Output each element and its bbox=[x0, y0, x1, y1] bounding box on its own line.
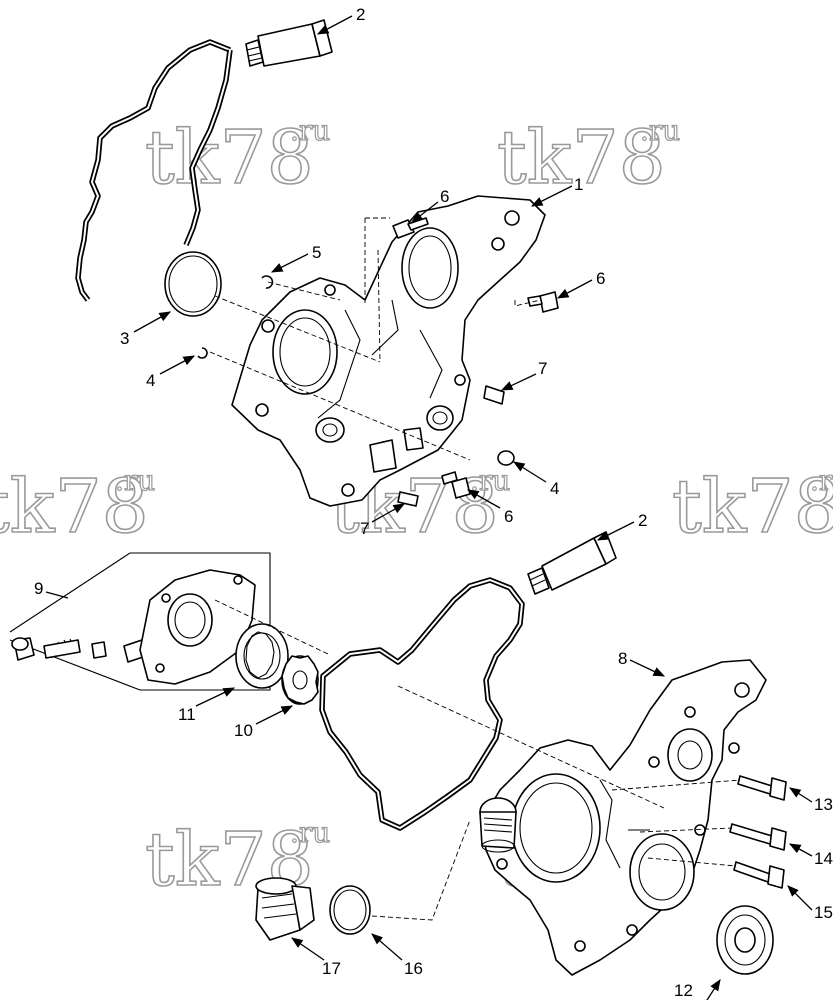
upper-timing-cover bbox=[231, 195, 546, 507]
outer-rotor-11 bbox=[235, 623, 289, 689]
callout-4-left: 4 bbox=[146, 371, 155, 390]
upper-gasket bbox=[75, 39, 233, 302]
callout-14: 14 bbox=[814, 849, 833, 868]
crank-seal-12 bbox=[716, 905, 774, 975]
callout-3: 3 bbox=[120, 329, 129, 348]
pump-housing-9 bbox=[139, 569, 256, 685]
callout-6-top: 6 bbox=[440, 187, 449, 206]
callout-11: 11 bbox=[178, 705, 196, 724]
callout-2-lower: 2 bbox=[638, 511, 647, 530]
svg-text:.ru: .ru bbox=[640, 114, 680, 147]
bolt-15 bbox=[733, 861, 785, 889]
bolt-14 bbox=[729, 823, 787, 851]
o-ring-16 bbox=[329, 885, 371, 935]
inner-rotor-10 bbox=[281, 655, 319, 705]
seal-ring-small-4-right bbox=[497, 450, 515, 466]
callout-7-lower: 7 bbox=[360, 519, 369, 538]
callout-6-right: 6 bbox=[596, 269, 605, 288]
dowel-pin-7-lower bbox=[397, 491, 419, 507]
relief-valve-parts bbox=[11, 637, 147, 663]
oil-filler-neck bbox=[479, 797, 517, 853]
lower-gasket bbox=[319, 577, 525, 831]
o-ring-large-upper bbox=[164, 251, 222, 317]
svg-text:.ru: .ru bbox=[290, 114, 330, 147]
callout-6-lower: 6 bbox=[504, 507, 513, 526]
callout-10: 10 bbox=[234, 721, 253, 740]
callout-1: 1 bbox=[574, 175, 583, 194]
alignment-lines-lower bbox=[371, 685, 741, 921]
callout-5: 5 bbox=[312, 243, 321, 262]
svg-text:tk78: tk78 bbox=[145, 115, 314, 201]
callout-15: 15 bbox=[814, 903, 833, 922]
bolt-13 bbox=[737, 775, 787, 801]
alignment-lines-pump bbox=[214, 599, 331, 656]
alignment-lines-upper bbox=[209, 217, 541, 461]
lower-timing-cover bbox=[481, 659, 767, 976]
callout-2-upper: 2 bbox=[356, 5, 365, 24]
callout-7-upper: 7 bbox=[538, 359, 547, 378]
callout-12: 12 bbox=[674, 981, 693, 1000]
svg-text:.ru: .ru bbox=[470, 464, 510, 497]
watermark-top-left: tk78.ru bbox=[144, 113, 331, 201]
sealant-tube-upper bbox=[245, 19, 333, 67]
callout-9: 9 bbox=[34, 579, 43, 598]
svg-text:.ru: .ru bbox=[290, 816, 330, 849]
svg-text:.ru: .ru bbox=[115, 464, 155, 497]
callout-13: 13 bbox=[814, 795, 833, 814]
dowel-pin-7-upper bbox=[483, 385, 505, 405]
bolt-6-right bbox=[527, 291, 559, 313]
seal-ring-small-4-left bbox=[197, 347, 208, 359]
sealant-tube-lower bbox=[527, 531, 617, 595]
oil-filler-cap-17 bbox=[255, 877, 315, 941]
watermark-mid-right: tk78.ru bbox=[671, 463, 833, 551]
svg-text:.ru: .ru bbox=[810, 464, 833, 497]
callout-8: 8 bbox=[618, 649, 627, 668]
callout-17: 17 bbox=[322, 959, 341, 978]
callout-4-right: 4 bbox=[550, 479, 559, 498]
callout-16: 16 bbox=[404, 959, 423, 978]
svg-text:tk78: tk78 bbox=[0, 464, 149, 550]
watermark-mid-left: tk78.ru bbox=[0, 463, 156, 551]
svg-text:tk78: tk78 bbox=[497, 115, 666, 201]
seal-ring-small-5 bbox=[261, 275, 274, 289]
svg-text:tk78: tk78 bbox=[672, 464, 833, 550]
oil-pump-group-bracket bbox=[9, 552, 271, 691]
watermark-top-right: tk78.ru bbox=[496, 113, 681, 201]
callout-labels: 2 1 6 5 6 3 4 7 4 6 7 2 9 8 11 10 13 14 … bbox=[34, 5, 833, 1000]
callout-leaders bbox=[45, 15, 813, 1000]
